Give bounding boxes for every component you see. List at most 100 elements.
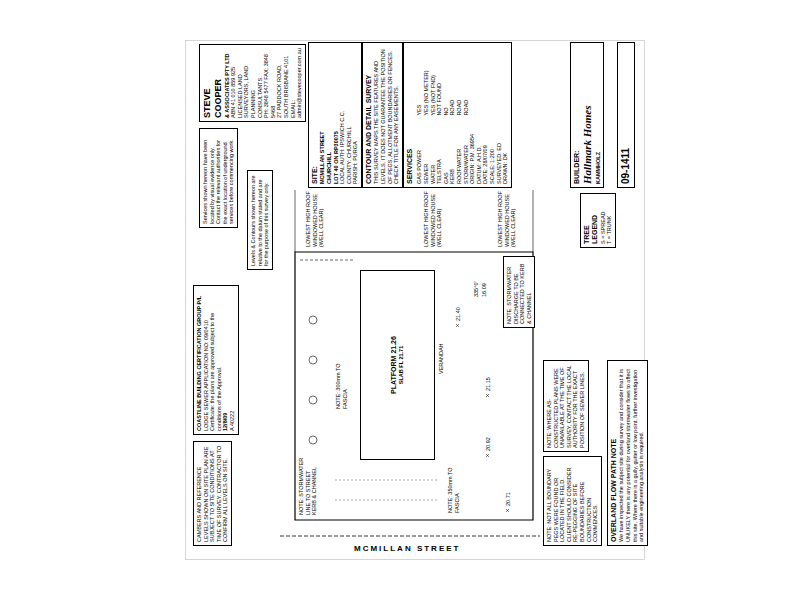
survey-info: DATE: 28/07/09 (482, 46, 489, 184)
box-text: ABN 41 010 859 925 (230, 48, 237, 118)
box-text: COUNTY: CHURCHILL (346, 46, 353, 184)
survey-info: DRAWN: DK (502, 46, 509, 184)
title-cell: STEVE COOPER& ASSOCIATES PTY LTDABN 41 0… (199, 44, 306, 122)
box-text: EMAIL: admin@stevecooper.com.au (290, 48, 303, 118)
survey-info: SCALE: 1:200 (489, 46, 496, 184)
certification-stamp: COASTLINE BUILDING CERTIFICATION GROUP P… (193, 285, 239, 435)
neighbour-fence (295, 190, 296, 252)
kerb-line (280, 536, 540, 537)
contour-line (335, 500, 437, 501)
box-heading: SERVICES (406, 46, 414, 184)
box-heading: CAMBERS AND REFERENCE LEVELS SHOWN ON SI… (196, 445, 229, 542)
box-heading: Services shown hereon have been located … (202, 132, 235, 224)
tree-symbol (309, 356, 317, 364)
table-cell: YES (NOT FND) (430, 46, 437, 116)
box-heading: OVERLAND FLOW PATH NOTE (610, 364, 618, 542)
table-cell: ROAD (463, 46, 470, 116)
job-number-cell: 09-1411 (617, 42, 635, 188)
table-cell: YES (416, 46, 423, 116)
note-label: NOTE: 300mm TO FASCIA (335, 348, 348, 410)
note-box: Services shown hereon have been located … (199, 128, 238, 228)
box-text: SLAB FL 21.71 (398, 346, 405, 384)
tree-legend: TREE LEGENDS = SPREADT = TRUNK (580, 193, 616, 248)
neighbour-label: LOWEST HIGH ROOF WINDOWED HOUSE (WELL CL… (423, 190, 443, 248)
spot-level-mark (506, 509, 509, 512)
table-cell: KERB (449, 121, 456, 184)
box-text: LODGE SEWER APPLICATION NO: 09/0410 (203, 289, 210, 431)
table-cell: WATER (430, 121, 437, 184)
box-text: LICENSED LAND SURVEYORS, LAND PLANNING C… (237, 48, 263, 118)
tree-symbol (309, 436, 317, 444)
tree-symbol (309, 316, 317, 324)
table-cell: NO (443, 46, 450, 116)
table-cell: GAS (443, 121, 450, 184)
box-text: 12/8/09 (222, 289, 229, 431)
tree-symbol (309, 396, 317, 404)
verandah-label: VERANDAH (438, 342, 445, 375)
survey-info: ORIGIN: P.M. 36954 (469, 46, 476, 184)
box-heading: NOTE: STORMWATER DISCHARGE TO BE CONNECT… (506, 260, 532, 324)
box-text: We have inspected the subject site durin… (618, 364, 644, 542)
title-cell: CONTOUR AND DETAIL SURVEYTHIS SURVEY MAP… (362, 42, 403, 188)
box-heading: STEVE COOPER (202, 48, 224, 118)
table-cell: ROOFWATER (456, 121, 463, 184)
table-cell: SEWER (423, 121, 430, 184)
box-text: KAMMHOLZ (595, 46, 602, 184)
spot-level: 20.71 (505, 491, 512, 507)
spot-level: 21.15 (485, 376, 492, 392)
box-heading: BUILDER: (573, 46, 581, 184)
neighbour-fence (533, 190, 534, 252)
title-cell: SITE:MCMILLAN STREETCHURCHILLLOT 40 ON R… (308, 42, 362, 188)
legend-text: T = TRUNK (606, 197, 613, 244)
table-cell: ROAD (456, 46, 463, 116)
contour-line (335, 480, 437, 481)
services-table: GAS POWER YESSEWER YES (NO METER)WATER YES … (416, 46, 508, 184)
box-text: LOCAL AUTH: IPSWICH C.C. (339, 46, 346, 184)
sewer-line (300, 260, 355, 261)
box-text: THIS SURVEY MAPS THE SITE FEATURES AND L… (373, 46, 399, 184)
note-box: OVERLAND FLOW PATH NOTEWe have inspected… (607, 360, 648, 546)
box-text: Certificate: the plans are approved subj… (209, 289, 222, 431)
note-label: NOTE: 350mm TO FASCIA (447, 464, 460, 514)
box-heading: 09-1411 (620, 46, 632, 184)
table-cell: TELSTRA (436, 121, 443, 184)
box-text: Hallmark Homes (581, 46, 594, 184)
sheet-edge (186, 41, 645, 560)
box-heading: COASTLINE BUILDING CERTIFICATION GROUP P… (196, 289, 203, 431)
neighbour-label: LOWEST HIGH ROOF WINDOWED HOUSE (WELL CL… (497, 190, 517, 248)
spot-level-mark (486, 454, 489, 457)
box-heading: CONTOUR AND DETAIL SURVEY (365, 46, 373, 184)
legend-text: S = SPREAD (600, 197, 607, 244)
services-cell: SERVICESGAS POWER YESSEWER YES (NO METER)W… (403, 42, 512, 188)
note-box: NOTE: NOT ALL BOUNDARY PEGS WERE FOUND O… (543, 456, 602, 546)
table-cell: ROAD (449, 46, 456, 116)
note-box: NOTE: STORMWATER DISCHARGE TO BE CONNECT… (503, 256, 535, 328)
box-heading: SITE: (311, 46, 319, 184)
box-text: & ASSOCIATES PTY LTD (224, 48, 231, 118)
survey-sheet: STEVE COOPER& ASSOCIATES PTY LTDABN 41 0… (185, 40, 645, 560)
box-text: 27 PADDOCK ROAD, SOUTH BRISBANE 4101 (276, 48, 289, 118)
survey-info: SURVEYED: ED (496, 46, 503, 184)
table-cell: NOT FOUND (436, 46, 443, 116)
table-cell: YES (NO METER) (423, 46, 430, 116)
spot-level: 20.92 (485, 436, 492, 452)
box-heading: TREE LEGEND (583, 197, 600, 244)
box-heading: NOTE: WHERE AS-CONSTRUCTED PLANS WERE UN… (546, 364, 586, 448)
box-text: PH: 3848 5477 FAX: 3848 5468 (263, 48, 276, 118)
box-text: MCMILLAN STREET (319, 46, 326, 184)
bearing: 335°0' (473, 281, 480, 299)
table-cell: GAS POWER (416, 121, 423, 184)
spot-level-mark (486, 394, 489, 397)
lot-boundary (295, 252, 533, 520)
box-text: LOT 40 ON RP30075 (333, 46, 340, 184)
builder-cell: BUILDER:Hallmark HomesKAMMHOLZ (570, 42, 604, 188)
spot-level-mark (456, 324, 459, 327)
survey-info: DATUM: A.H.D. (476, 46, 483, 184)
distance: 16.09 (481, 282, 488, 298)
note-box: CAMBERS AND REFERENCE LEVELS SHOWN ON SI… (193, 441, 232, 546)
box-text: CHURCHILL (326, 46, 333, 184)
street-name: MCMILLAN STREET (352, 544, 462, 554)
box-text: A 40222 (229, 289, 236, 431)
box-heading: Levels & Contours shown hereon are relat… (250, 174, 270, 266)
